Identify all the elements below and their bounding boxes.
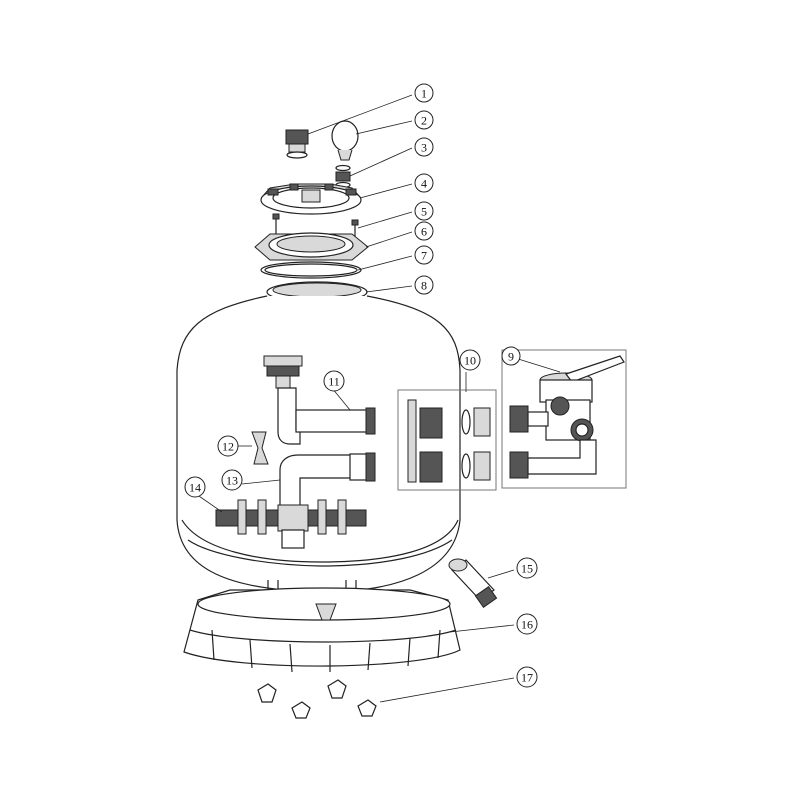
part-15-drain-valve [448, 558, 498, 609]
callout-2: 2 [414, 110, 434, 130]
part-3-nut [335, 164, 351, 189]
svg-text:4: 4 [421, 177, 427, 191]
callout-15: 15 [516, 557, 538, 579]
svg-text:13: 13 [226, 474, 238, 488]
svg-text:3: 3 [421, 141, 427, 155]
callout-10: 10 [459, 349, 481, 371]
part-12-clip [251, 431, 269, 465]
callout-1: 1 [414, 83, 434, 103]
callout-4: 4 [414, 173, 434, 193]
svg-text:17: 17 [521, 671, 533, 685]
svg-text:8: 8 [421, 279, 427, 293]
callout-11: 11 [323, 370, 345, 392]
callout-8: 8 [414, 275, 434, 295]
part-14-laterals [215, 499, 367, 549]
part-10-unions [397, 389, 497, 491]
part-6-clamp-ring [254, 232, 369, 261]
callout-7: 7 [414, 245, 434, 265]
part-11-upper-pipe [263, 355, 376, 445]
part-4-lid [260, 183, 362, 215]
svg-text:1: 1 [421, 87, 427, 101]
svg-text:16: 16 [521, 618, 533, 632]
svg-text:14: 14 [189, 481, 201, 495]
callout-17: 17 [516, 666, 538, 688]
callout-3: 3 [414, 137, 434, 157]
svg-text:10: 10 [464, 354, 476, 368]
callout-5: 5 [414, 201, 434, 221]
callout-14: 14 [184, 476, 206, 498]
callout-9: 9 [501, 346, 521, 366]
part-2-gauge-dial [331, 120, 359, 161]
part-13-lower-pipe [279, 452, 376, 511]
part-1-gauge-cap [285, 129, 309, 159]
svg-text:2: 2 [421, 114, 427, 128]
part-7-o-ring [260, 261, 362, 279]
svg-text:5: 5 [421, 205, 427, 219]
callouts: 1 2 3 4 5 6 7 8 9 10 11 12 13 14 15 16 1… [184, 83, 538, 688]
svg-text:12: 12 [222, 440, 234, 454]
svg-text:6: 6 [421, 225, 427, 239]
svg-text:9: 9 [508, 350, 514, 364]
svg-text:7: 7 [421, 249, 427, 263]
leader-lines [195, 94, 561, 703]
callout-6: 6 [414, 221, 434, 241]
callout-13: 13 [221, 469, 243, 491]
callout-16: 16 [516, 613, 538, 635]
part-16-base [183, 580, 461, 673]
svg-text:15: 15 [521, 562, 533, 576]
callout-12: 12 [217, 435, 239, 457]
svg-text:11: 11 [328, 375, 340, 389]
part-9-multiport-valve [501, 349, 627, 489]
part-17-wing-nuts [257, 679, 377, 719]
part-8-tank [176, 281, 461, 593]
